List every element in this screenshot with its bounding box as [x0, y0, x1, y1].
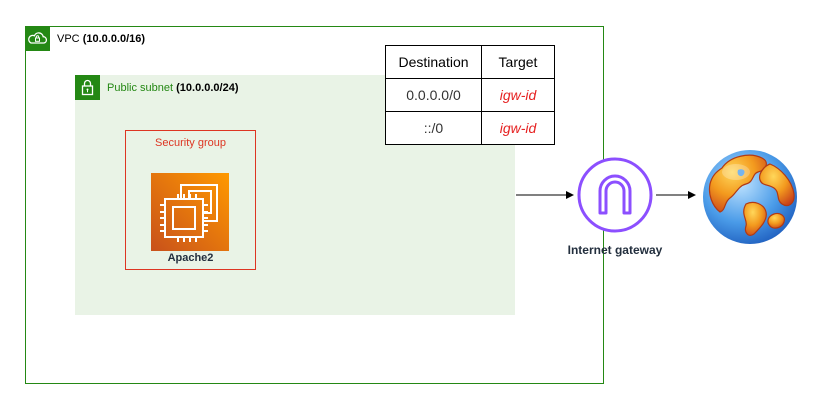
ec2-instance-icon — [151, 173, 229, 251]
route-table-header-row: Destination Target — [385, 45, 555, 79]
security-group-label: Security group — [155, 137, 226, 149]
route-table: Destination Target 0.0.0.0/0 igw-id ::/0… — [385, 45, 555, 145]
route-table-row: ::/0 igw-id — [385, 111, 555, 145]
vpc-cidr: (10.0.0.0/16) — [82, 33, 146, 45]
route-target: igw-id — [481, 111, 555, 145]
route-target: igw-id — [481, 78, 555, 112]
internet-gateway-icon — [577, 157, 653, 233]
vpc-label-prefix: VPC — [57, 33, 83, 45]
ec2-instance-label: Apache2 — [167, 252, 214, 264]
globe-icon — [703, 150, 797, 244]
subnet-label-prefix: Public subnet — [107, 82, 177, 94]
route-table-row: 0.0.0.0/0 igw-id — [385, 78, 555, 112]
route-destination: ::/0 — [385, 111, 482, 145]
subnet-lock-icon — [75, 75, 100, 100]
route-table-header-target: Target — [481, 45, 555, 79]
internet-gateway-label: Internet gateway — [567, 243, 663, 257]
vpc-label: VPC (10.0.0.0/16) — [57, 33, 145, 45]
security-group — [125, 130, 256, 270]
vpc-cloud-icon — [25, 26, 50, 51]
subnet-cidr: (10.0.0.0/24) — [176, 82, 239, 94]
subnet-label: Public subnet (10.0.0.0/24) — [107, 82, 238, 94]
